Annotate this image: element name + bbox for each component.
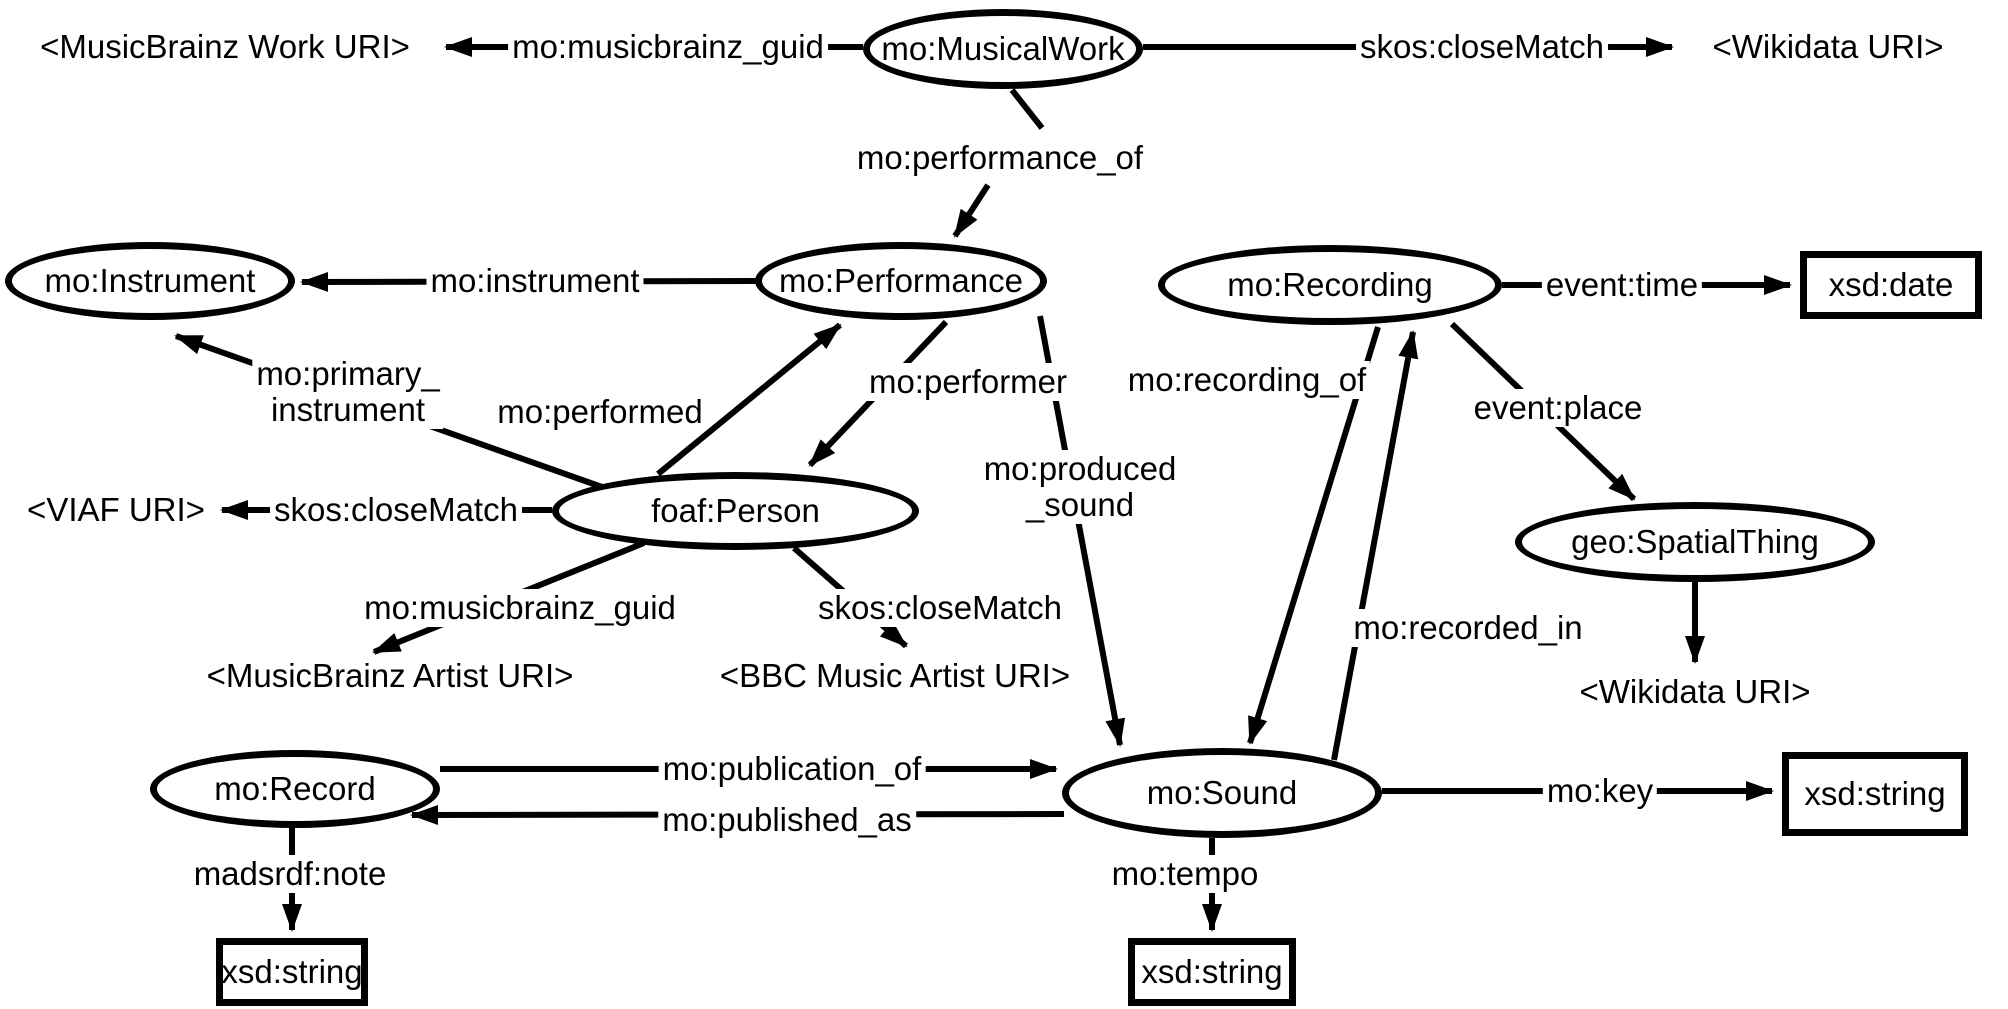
label-recorded-in: mo:recorded_in (1349, 609, 1587, 647)
uri-viaf: <VIAF URI> (27, 491, 205, 528)
node-spatial-thing: geo:SpatialThing (1515, 502, 1875, 582)
label-publication-of: mo:publication_of (658, 750, 926, 788)
label-event-place: event:place (1469, 389, 1647, 427)
label-instrument: mo:instrument (426, 262, 644, 300)
label-recording-of: mo:recording_of (1123, 361, 1371, 399)
node-musical-work: mo:MusicalWork (863, 9, 1143, 89)
label-produced-sound-line2: _sound (1025, 486, 1135, 523)
label-closematch-artist: skos:closeMatch (814, 589, 1066, 627)
label-event-time: event:time (1541, 266, 1703, 304)
label-produced-sound-line1: mo:produced (983, 450, 1177, 487)
edge-performance-of-seg2 (952, 183, 991, 238)
uri-wikidata-place: <Wikidata URI> (1579, 673, 1811, 710)
node-person: foaf:Person (552, 472, 919, 550)
label-produced-sound: mo:produced _sound (979, 450, 1181, 524)
label-performer: mo:performer (864, 363, 1072, 401)
label-note: madsrdf:note (189, 855, 391, 893)
node-performance: mo:Performance (755, 242, 1047, 320)
literal-xsd-string-note: xsd:string (216, 938, 368, 1006)
label-primary-instrument-line1: mo:primary_ (256, 355, 440, 392)
label-musicbrainz-guid-artist: mo:musicbrainz_guid (360, 589, 680, 627)
label-primary-instrument-line2: instrument (270, 391, 426, 428)
edge-performance-of-seg1 (1009, 88, 1045, 130)
label-closematch-viaf: skos:closeMatch (270, 491, 522, 529)
label-published-as: mo:published_as (658, 801, 916, 839)
label-musicbrainz-guid-work: mo:musicbrainz_guid (508, 28, 828, 66)
literal-xsd-string-key: xsd:string (1782, 752, 1968, 836)
node-sound: mo:Sound (1062, 748, 1382, 838)
label-key: mo:key (1542, 772, 1658, 810)
node-instrument: mo:Instrument (5, 242, 295, 320)
uri-bbc-artist: <BBC Music Artist URI> (719, 657, 1071, 694)
label-tempo: mo:tempo (1107, 855, 1263, 893)
node-recording: mo:Recording (1158, 245, 1502, 325)
uri-musicbrainz-work: <MusicBrainz Work URI> (40, 28, 410, 65)
uri-musicbrainz-artist: <MusicBrainz Artist URI> (206, 657, 574, 694)
literal-xsd-date: xsd:date (1800, 251, 1982, 319)
label-primary-instrument: mo:primary_ instrument (252, 355, 444, 429)
edge-performed (656, 322, 842, 477)
label-closematch-work: skos:closeMatch (1356, 28, 1608, 66)
label-performance-of: mo:performance_of (852, 139, 1148, 177)
uri-wikidata-work: <Wikidata URI> (1712, 28, 1944, 65)
literal-xsd-string-tempo: xsd:string (1128, 938, 1296, 1006)
edge-recorded-in (1331, 330, 1419, 761)
node-record: mo:Record (150, 750, 440, 828)
label-performed: mo:performed (493, 393, 707, 431)
